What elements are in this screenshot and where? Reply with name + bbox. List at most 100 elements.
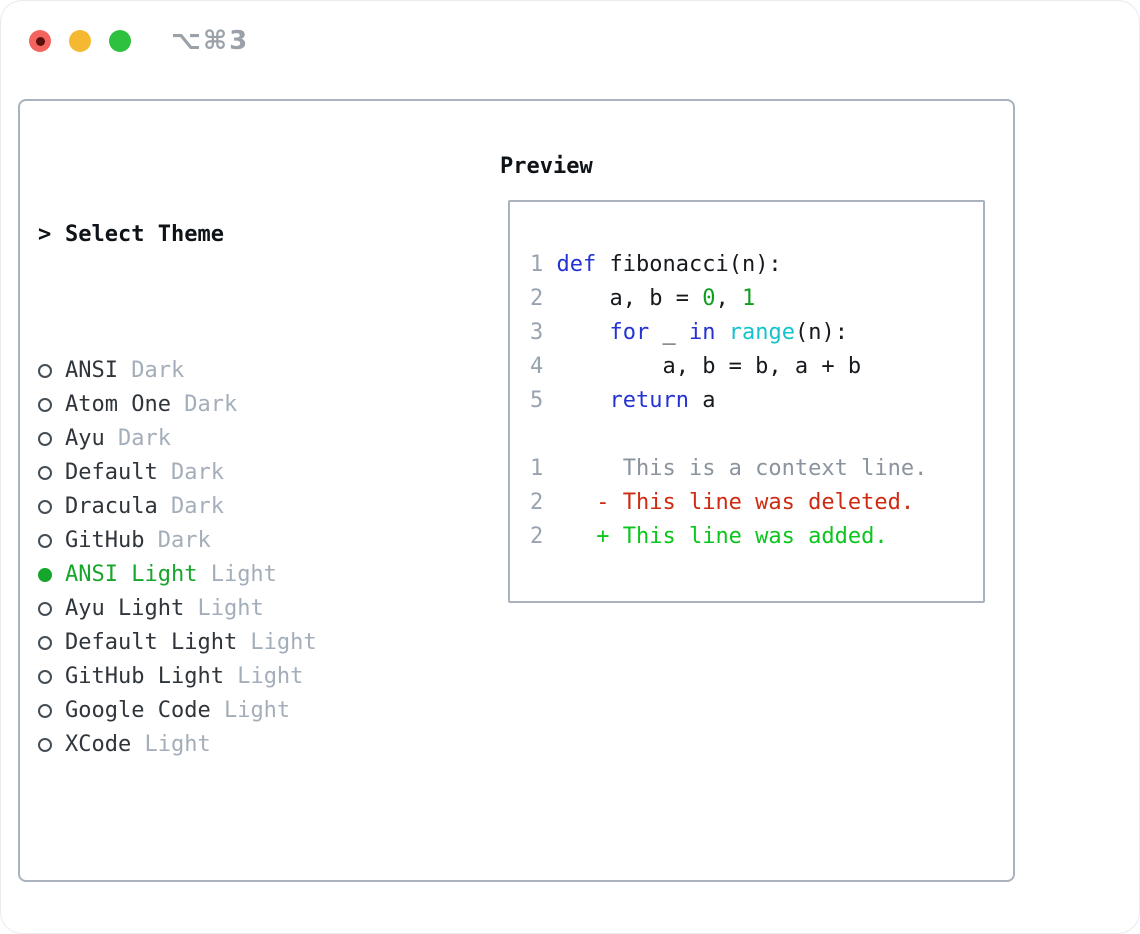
theme-option-ansi[interactable]: ANSI Dark — [38, 354, 409, 388]
line-number: 4 — [530, 354, 557, 379]
minimize-button[interactable] — [69, 30, 91, 52]
theme-variant-tag: Dark — [104, 426, 171, 451]
marker-cell — [38, 524, 65, 558]
theme-option-default-light[interactable]: Default Light Light — [38, 626, 409, 660]
theme-variant-tag: Light — [197, 562, 277, 587]
radio-icon — [38, 534, 52, 548]
select-theme-header: > Select Theme — [38, 218, 409, 252]
theme-variant-tag: Light — [237, 630, 317, 655]
code-token: return — [609, 388, 689, 413]
theme-name: XCode — [65, 732, 132, 757]
marker-cell — [38, 558, 65, 592]
code-token — [557, 388, 610, 413]
marker-cell — [38, 660, 65, 694]
code-token: def — [556, 252, 597, 277]
marker-cell — [38, 456, 65, 490]
theme-name: GitHub — [65, 528, 145, 553]
theme-option-github[interactable]: GitHub Dark — [38, 524, 409, 558]
focus-cursor-icon: > — [38, 222, 52, 247]
line-number: 1 — [530, 252, 557, 277]
diff-text: - This line was deleted. — [596, 490, 915, 515]
code-token: (n): — [794, 320, 848, 345]
diff-line-added: 2 + This line was added. — [530, 520, 983, 554]
code-token: fibonacci(n): — [596, 252, 782, 277]
marker-cell — [38, 728, 65, 762]
theme-name: ANSI Light — [65, 562, 198, 587]
theme-option-ansi-light[interactable]: ANSI Light Light — [38, 558, 409, 592]
code-token: 0 — [702, 286, 716, 311]
diff-text: This is a context line. — [596, 456, 928, 481]
code-line: 2 a, b = 0, 1 — [530, 282, 983, 316]
theme-option-dracula[interactable]: Dracula Dark — [38, 490, 409, 524]
theme-option-ayu-light[interactable]: Ayu Light Light — [38, 592, 409, 626]
diff-preview: 1 This is a context line.2 - This line w… — [530, 452, 983, 554]
marker-cell — [38, 592, 65, 626]
theme-variant-tag: Dark — [144, 528, 211, 553]
window-title: ⌥⌘3 — [171, 26, 250, 56]
line-number: 2 — [530, 286, 557, 311]
radio-selected-icon — [38, 568, 52, 582]
radio-icon — [38, 738, 52, 752]
window-titlebar: ⌥⌘3 — [29, 26, 249, 56]
theme-option-ayu[interactable]: Ayu Dark — [38, 422, 409, 456]
theme-variant-tag: Light — [184, 596, 264, 621]
marker-cell — [38, 422, 65, 456]
code-line: 4 a, b = b, a + b — [530, 350, 983, 384]
theme-option-default[interactable]: Default Dark — [38, 456, 409, 490]
theme-name: GitHub Light — [65, 664, 224, 689]
theme-option-atom-one[interactable]: Atom One Dark — [38, 388, 409, 422]
zoom-button[interactable] — [109, 30, 131, 52]
radio-icon — [38, 670, 52, 684]
theme-option-github-light[interactable]: GitHub Light Light — [38, 660, 409, 694]
code-token: range — [728, 320, 795, 345]
marker-cell — [38, 354, 65, 388]
select-theme-title: Select Theme — [65, 222, 224, 247]
line-number: 2 — [530, 524, 597, 549]
code-line: 3 for _ in range(n): — [530, 316, 983, 350]
theme-option-google-code[interactable]: Google Code Light — [38, 694, 409, 728]
theme-name: Ayu Light — [65, 596, 185, 621]
theme-name: Ayu — [65, 426, 105, 451]
code-token: a — [688, 388, 716, 413]
close-dot-icon — [35, 36, 45, 46]
code-line: 5 return a — [530, 384, 983, 418]
radio-icon — [38, 364, 52, 378]
diff-line-context: 1 This is a context line. — [530, 452, 983, 486]
theme-variant-tag: Light — [131, 732, 211, 757]
close-button[interactable] — [29, 30, 51, 52]
radio-icon — [38, 636, 52, 650]
code-line: 1 def fibonacci(n): — [530, 248, 983, 282]
marker-cell — [38, 626, 65, 660]
line-number: 1 — [530, 456, 597, 481]
radio-icon — [38, 500, 52, 514]
code-token: 1 — [741, 286, 756, 311]
theme-name: Default — [65, 460, 158, 485]
code-token: for — [609, 320, 650, 345]
theme-name: Atom One — [65, 392, 171, 417]
preview-title: Preview — [500, 154, 593, 179]
radio-icon — [38, 602, 52, 616]
theme-option-xcode[interactable]: XCode Light — [38, 728, 409, 762]
theme-name: ANSI — [65, 358, 118, 383]
theme-variant-tag: Dark — [117, 358, 185, 383]
line-number: 3 — [530, 320, 557, 345]
radio-icon — [38, 704, 52, 718]
code-token: in — [688, 320, 716, 345]
diff-line-deleted: 2 - This line was deleted. — [530, 486, 983, 520]
theme-variant-tag: Dark — [157, 494, 224, 519]
theme-name: Default Light — [65, 630, 238, 655]
theme-name: Google Code — [65, 698, 211, 723]
code-token: _ — [649, 320, 689, 345]
line-number: 2 — [530, 490, 597, 515]
marker-cell — [38, 694, 65, 728]
theme-variant-tag: Dark — [170, 392, 238, 417]
code-token — [715, 320, 728, 345]
theme-variant-tag: Dark — [157, 460, 224, 485]
